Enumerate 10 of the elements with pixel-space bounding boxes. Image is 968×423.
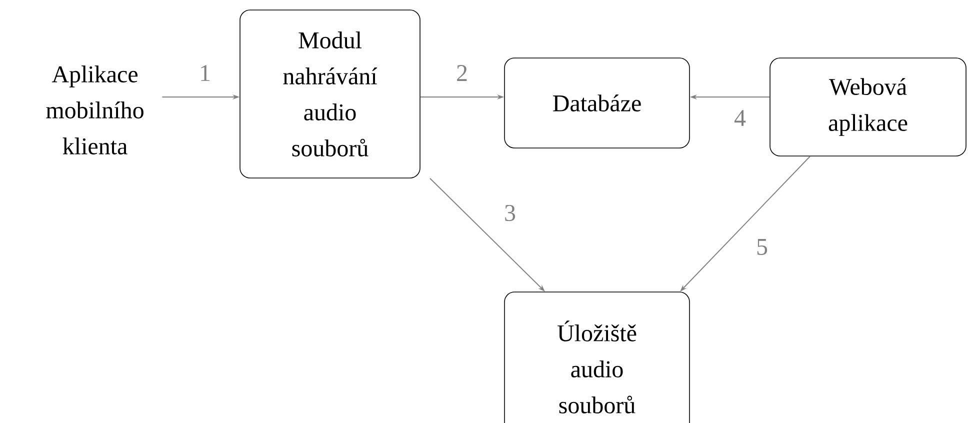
edge-label: 4 — [733, 109, 747, 127]
process-box: Databáze — [504, 58, 690, 148]
edge-label: 3 — [503, 204, 517, 222]
process-box: Modul nahrávání audio souborů — [240, 10, 420, 178]
edge-label: 1 — [198, 64, 212, 82]
process-box: Webová aplikace — [770, 58, 966, 156]
process-box: Úložiště audio souborů — [504, 292, 690, 423]
text-label: Aplikace mobilního klienta — [46, 66, 144, 154]
edge-label: 5 — [755, 238, 769, 256]
edge-label: 2 — [455, 64, 469, 82]
